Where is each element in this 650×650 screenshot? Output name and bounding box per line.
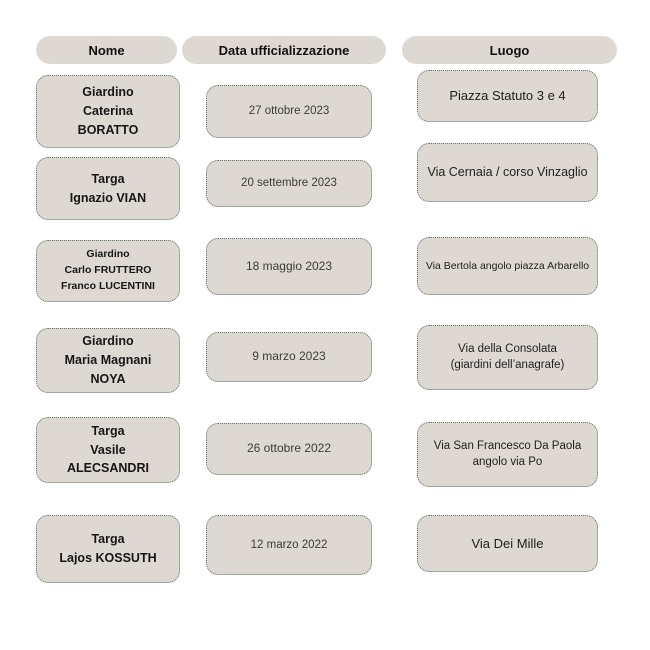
date-box-row-1: 27 ottobre 2023 xyxy=(206,85,372,138)
date-box-row-4: 9 marzo 2023 xyxy=(206,332,372,382)
name-box-row-6: Targa Lajos KOSSUTH xyxy=(36,515,180,583)
place-box-row-1: Piazza Statuto 3 e 4 xyxy=(417,70,598,122)
place-box-row-6: Via Dei Mille xyxy=(417,515,598,572)
name-box-row-3: Giardino Carlo FRUTTERO Franco LUCENTINI xyxy=(36,240,180,302)
name-box-row-4: Giardino Maria Magnani NOYA xyxy=(36,328,180,393)
name-box-row-5: Targa Vasile ALECSANDRI xyxy=(36,417,180,483)
date-box-row-2: 20 settembre 2023 xyxy=(206,160,372,207)
column-header-data-ufficializzazione: Data ufficializzazione xyxy=(182,36,386,64)
date-box-row-5: 26 ottobre 2022 xyxy=(206,423,372,475)
place-box-row-5: Via San Francesco Da Paola angolo via Po xyxy=(417,422,598,487)
date-box-row-6: 12 marzo 2022 xyxy=(206,515,372,575)
place-box-row-4: Via della Consolata (giardini dell’anagr… xyxy=(417,325,598,390)
column-header-nome: Nome xyxy=(36,36,177,64)
place-box-row-3: Via Bertola angolo piazza Arbarello xyxy=(417,237,598,295)
column-header-luogo: Luogo xyxy=(402,36,617,64)
name-box-row-2: Targa Ignazio VIAN xyxy=(36,157,180,220)
date-box-row-3: 18 maggio 2023 xyxy=(206,238,372,295)
name-box-row-1: Giardino Caterina BORATTO xyxy=(36,75,180,148)
place-box-row-2: Via Cernaia / corso Vinzaglio xyxy=(417,143,598,202)
